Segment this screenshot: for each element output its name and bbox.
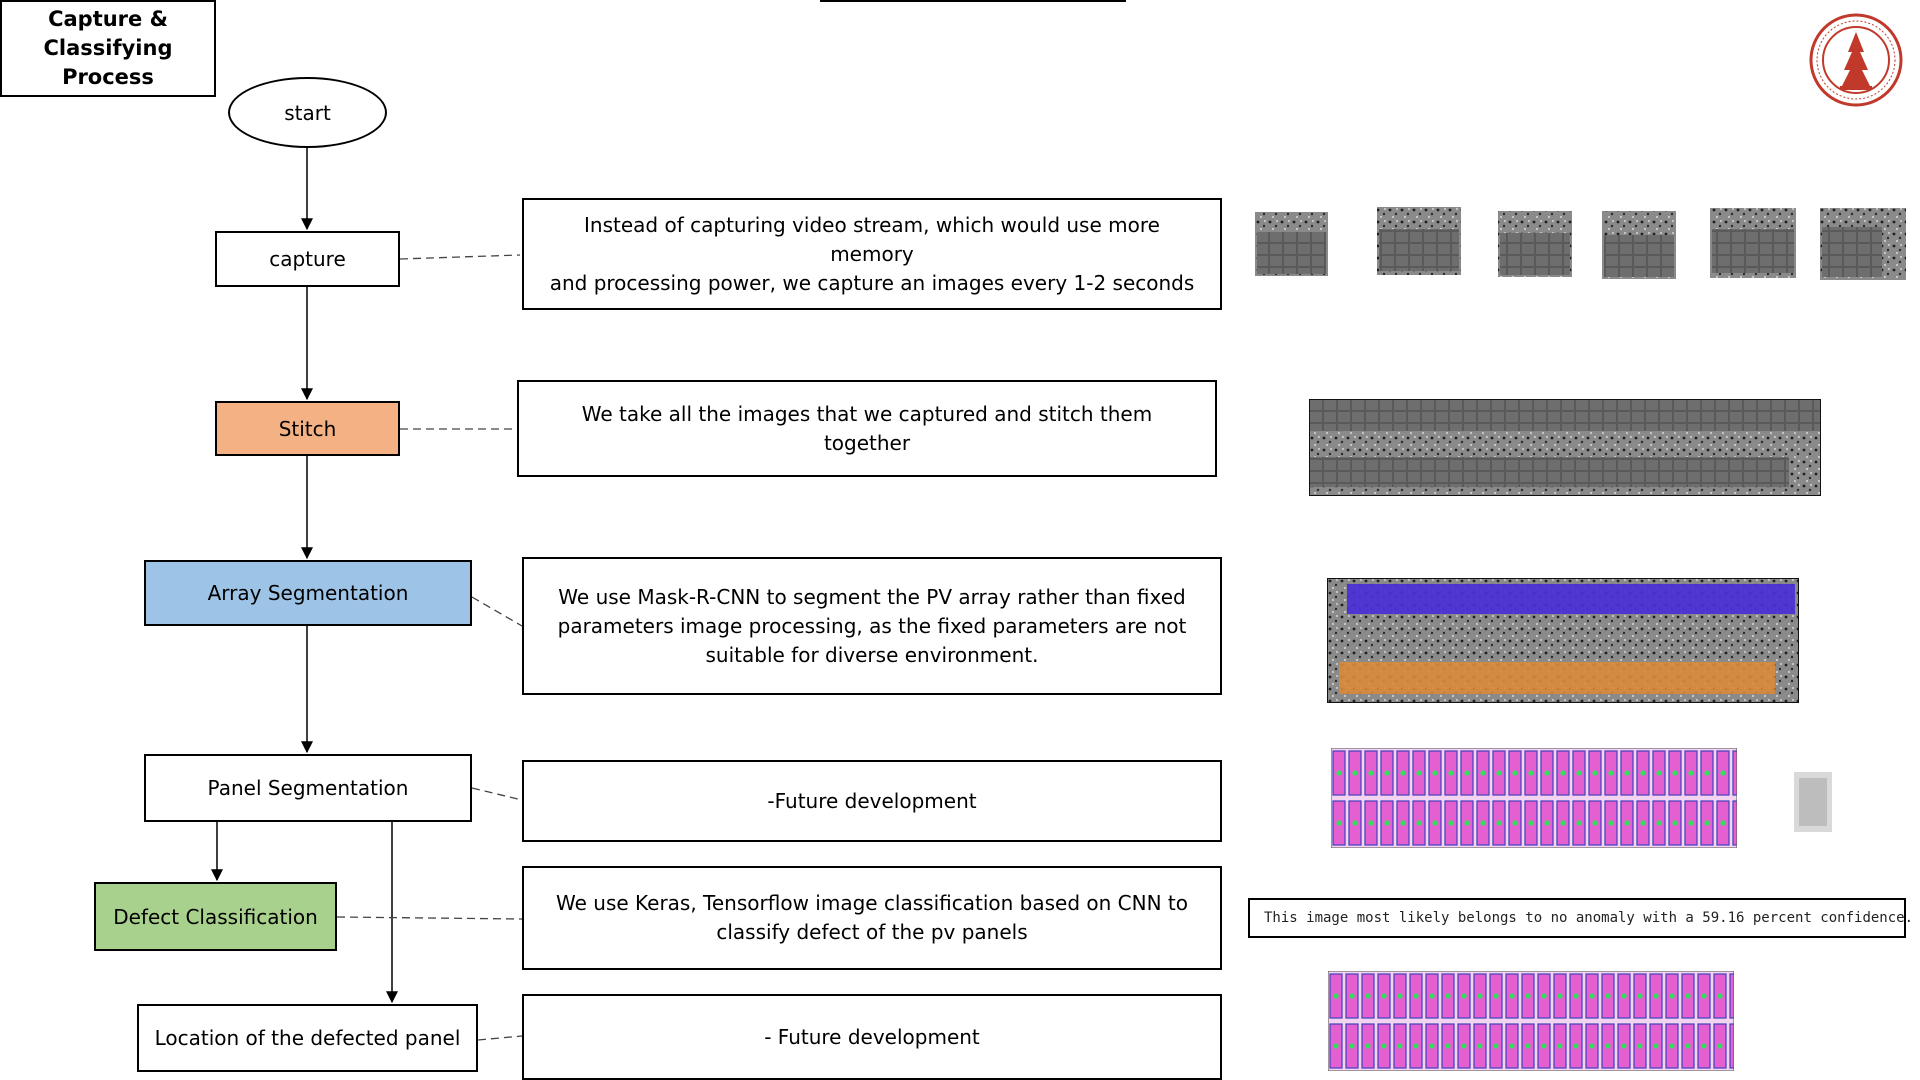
- array-description-line-2: parameters image processing, as the fixe…: [557, 613, 1187, 638]
- leader-array: [471, 596, 523, 627]
- array-segmentation-node: Array Segmentation: [144, 560, 472, 626]
- classifier-output-text: This image most likely belongs to no ano…: [1264, 910, 1914, 926]
- thumb-1: [1255, 212, 1328, 276]
- thumb-6: [1820, 208, 1906, 280]
- leader-capture: [399, 254, 521, 260]
- array-description-line-1: We use Mask-R-CNN to segment the PV arra…: [558, 584, 1186, 609]
- stitch-node: Stitch: [215, 401, 400, 456]
- stitch-description: We take all the images that we captured …: [517, 380, 1217, 477]
- array-segmentation-description: We use Mask-R-CNN to segment the PV arra…: [522, 557, 1222, 695]
- thumb-3: [1498, 211, 1572, 277]
- capture-thumbnails: [1255, 207, 1906, 280]
- capture-label: capture: [269, 247, 346, 271]
- location-description: - Future development: [522, 994, 1222, 1080]
- defect-classification-node: Defect Classification: [94, 882, 337, 951]
- defect-location-image: [1328, 971, 1734, 1071]
- location-description-line-1: - Future development: [764, 1024, 980, 1049]
- top-rule: [820, 0, 1126, 2]
- thumb-4: [1602, 211, 1676, 279]
- classifier-output: This image most likely belongs to no ano…: [1248, 898, 1913, 938]
- panel-segmentation-node: Panel Segmentation: [144, 754, 472, 822]
- diagram-title: Capture & Classifying Process: [0, 0, 216, 97]
- start-label: start: [284, 100, 331, 125]
- start-node: start: [228, 77, 387, 148]
- defect-description-line-2: classify defect of the pv panels: [716, 920, 1028, 944]
- title-line-3: Process: [62, 65, 154, 89]
- panel-segmentation-image: [1331, 748, 1737, 848]
- capture-description-line-2: and processing power, we capture an imag…: [549, 270, 1195, 295]
- array-description-line-3: suitable for diverse environment.: [705, 642, 1039, 667]
- capture-description: Instead of capturing video stream, which…: [522, 198, 1222, 310]
- leader-defect: [336, 916, 523, 920]
- defect-classification-label: Defect Classification: [113, 904, 318, 929]
- stitch-description-line-1: We take all the images that we captured …: [581, 401, 1153, 455]
- location-label: Location of the defected panel: [154, 1026, 461, 1050]
- capture-description-line-1: Instead of capturing video stream, which…: [584, 212, 1160, 266]
- stitched-image: [1309, 399, 1821, 496]
- title-line-2: Classifying: [43, 36, 173, 60]
- panel-segmentation-description: -Future development: [522, 760, 1222, 842]
- leader-panel: [471, 787, 523, 801]
- location-node: Location of the defected panel: [137, 1004, 478, 1072]
- university-seal-logo: [1809, 13, 1903, 107]
- leader-location: [477, 1035, 523, 1041]
- defect-description-line-1: We use Keras, Tensorflow image classific…: [556, 891, 1188, 915]
- thumb-2: [1377, 207, 1461, 275]
- defect-classification-description: We use Keras, Tensorflow image classific…: [522, 866, 1222, 970]
- single-panel-crop: [1794, 772, 1832, 832]
- panel-segmentation-label: Panel Segmentation: [207, 776, 409, 800]
- panel-description-line-1: -Future development: [767, 788, 977, 813]
- array-segmentation-image: [1327, 578, 1799, 703]
- capture-node: capture: [215, 231, 400, 287]
- array-segmentation-label: Array Segmentation: [207, 581, 409, 605]
- title-line-1: Capture &: [48, 7, 168, 31]
- stitch-label: Stitch: [278, 416, 337, 441]
- thumb-5: [1710, 208, 1796, 278]
